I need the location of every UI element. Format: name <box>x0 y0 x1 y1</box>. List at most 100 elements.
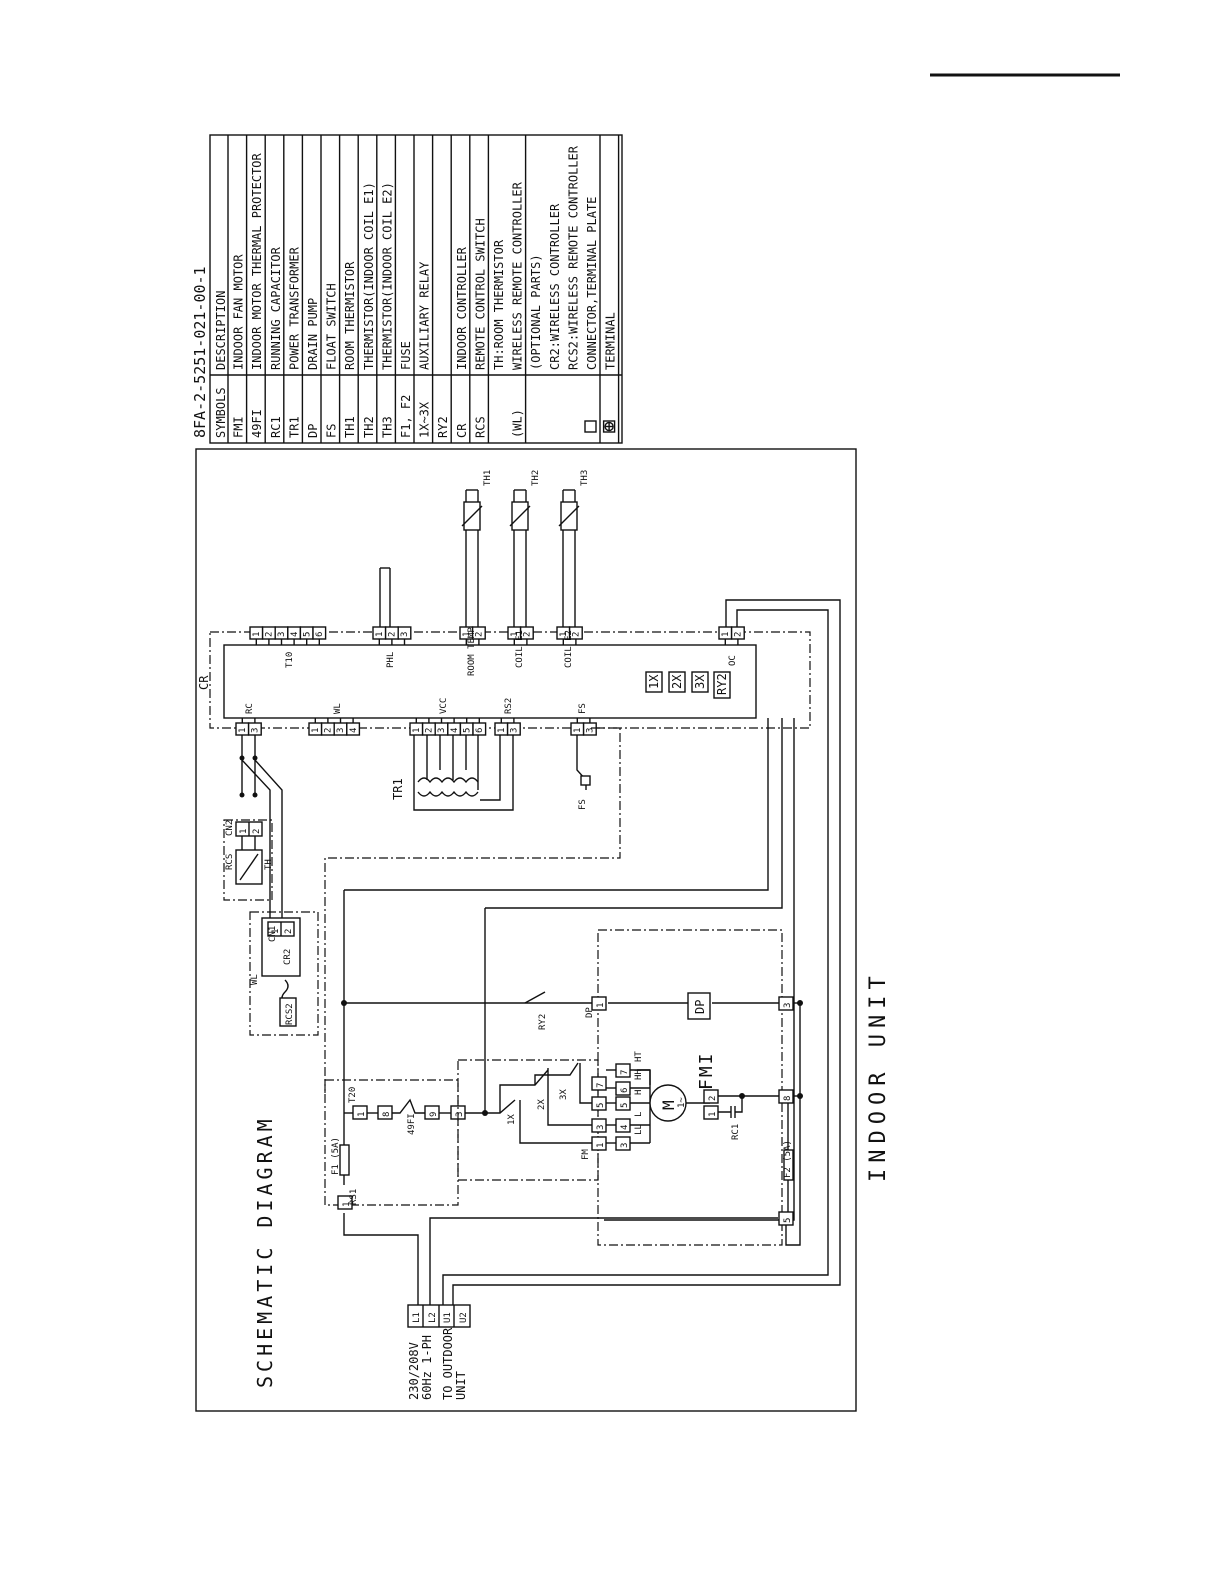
legend-symbol: DP <box>306 424 320 438</box>
svg-text:WL: WL <box>250 974 260 985</box>
connector-label: RC <box>245 703 255 714</box>
speed-tap-pin-number: 4 <box>620 1125 630 1130</box>
oc-wires <box>452 599 841 1305</box>
connector-pin: 2 <box>475 632 485 637</box>
legend-description: THERMISTOR(INDOOR COIL E2) <box>380 182 394 370</box>
svg-text:CR2: CR2 <box>283 949 293 965</box>
doc-number: 8FA-2-5251-021-00-1 <box>191 266 209 438</box>
fm-pin-number: 5 <box>596 1103 606 1108</box>
relay-box-1x: 1X <box>645 671 663 693</box>
legend-symbol: F1, F2 <box>399 395 413 438</box>
connector-label: COIL E2 <box>564 630 574 668</box>
speed-tap-label: H <box>634 1090 644 1095</box>
svg-text:49FI: 49FI <box>407 1113 417 1135</box>
connector-pin: 5 <box>462 728 472 733</box>
svg-text:U2: U2 <box>459 1312 469 1323</box>
main-wiring <box>341 718 803 1305</box>
connector-pin: 3 <box>400 632 410 637</box>
legend-symbol: RCS <box>473 416 487 438</box>
svg-text:1: 1 <box>271 929 281 934</box>
connector-pin: 1 <box>412 728 422 733</box>
legend-description: FUSE <box>399 341 413 370</box>
connector-label: VCC <box>439 698 449 714</box>
legend-description: (OPTIONAL PARTS) <box>529 254 543 370</box>
connector-pin: 1 <box>510 632 520 637</box>
legend-description: CONNECTOR,TERMINAL PLATE <box>585 197 599 370</box>
connector-pin: 4 <box>290 632 300 637</box>
connector-pin: 3 <box>586 728 596 733</box>
connector-pin: 1 <box>375 632 385 637</box>
svg-text:U1: U1 <box>443 1312 453 1323</box>
indoor-controller: CR <box>197 631 811 729</box>
connector-label: T10 <box>285 652 295 668</box>
legend-symbol: RY2 <box>436 416 450 438</box>
legend-symbol: RC1 <box>269 416 283 438</box>
col-description-header: DESCRIPTION <box>214 291 228 370</box>
transformer-tr1: TR1 <box>391 735 514 811</box>
connector-pin: 6 <box>315 632 325 637</box>
fm-pin: 1 <box>591 1136 607 1151</box>
float-switch: FS <box>324 727 621 1095</box>
svg-text:2: 2 <box>252 829 262 834</box>
speed-tap-pin-number: 5 <box>620 1103 630 1108</box>
thermistor-label: TH3 <box>580 470 590 486</box>
fan-motor-fmi: M 1~ FMI 2 1 RC1 8 <box>637 1051 803 1140</box>
svg-text:DP: DP <box>693 1000 707 1014</box>
connector-label: FS <box>578 703 588 714</box>
speed-tap-pin: 3LL <box>606 1124 650 1151</box>
connector-pin: 1 <box>238 728 248 733</box>
relay-box-label: 1X <box>647 674 661 689</box>
svg-text:8: 8 <box>783 1096 793 1101</box>
diagram-frame <box>195 448 857 1412</box>
speed-tap-pin: 6HH <box>606 1069 650 1096</box>
svg-text:8: 8 <box>382 1112 392 1117</box>
svg-text:230/208V: 230/208V <box>407 1342 421 1400</box>
fm-pin-number: 1 <box>596 1143 606 1148</box>
legend-description: INDOOR CONTROLLER <box>455 246 469 370</box>
legend-symbol: TR1 <box>287 416 301 438</box>
connector-pin: 2 <box>572 632 582 637</box>
svg-text:1: 1 <box>342 1202 352 1207</box>
diagram-title: SCHEMATIC DIAGRAM <box>253 1115 277 1388</box>
relay-box-3x: 3X <box>691 671 709 693</box>
legend-symbol: TH2 <box>362 416 376 438</box>
svg-text:F1 (5A): F1 (5A) <box>331 1137 341 1175</box>
fan-relay-contacts: 1X 2X 3X FM <box>457 1059 599 1181</box>
svg-text:2X: 2X <box>537 1099 547 1110</box>
legend-symbol: TH1 <box>343 416 357 438</box>
connector-label: RS2 <box>504 698 514 714</box>
unit-label: INDOOR UNIT <box>866 970 891 1182</box>
legend-symbol: FMI <box>232 416 246 438</box>
legend-description: DRAIN PUMP <box>306 298 320 370</box>
connector-label: OC <box>728 655 738 666</box>
connector-pin: 4 <box>349 728 359 733</box>
connector-pin: 1 <box>462 632 472 637</box>
terminal-block: L1 L2 U1 U2 <box>407 1304 471 1328</box>
svg-text:1X: 1X <box>507 1114 517 1125</box>
svg-text:3: 3 <box>783 1003 793 1008</box>
svg-text:TH: TH <box>264 859 274 870</box>
speed-tap-label: LL <box>634 1124 644 1135</box>
legend-description: RCS2:WIRELESS REMOTE CONTROLLER <box>566 145 580 370</box>
svg-text:FS: FS <box>578 799 588 810</box>
fuse-f1: F1 (5A) 1 RS1 <box>331 1137 359 1210</box>
legend-description: CR2:WIRELESS CONTROLLER <box>548 203 562 370</box>
legend-description: TERMINAL <box>604 312 618 370</box>
connector-pin: 2 <box>324 728 334 733</box>
svg-text:1: 1 <box>708 1112 718 1117</box>
connector-pin: 3 <box>277 632 287 637</box>
svg-text:RCS2: RCS2 <box>285 1003 295 1025</box>
svg-text:TR1: TR1 <box>391 778 405 800</box>
fm-pin: 7 <box>591 1076 607 1091</box>
speed-tap-label: HT <box>634 1051 644 1062</box>
legend-description: AUXILIARY RELAY <box>418 261 432 370</box>
connector-label: WL <box>333 703 343 714</box>
svg-text:1~: 1~ <box>677 1097 687 1108</box>
